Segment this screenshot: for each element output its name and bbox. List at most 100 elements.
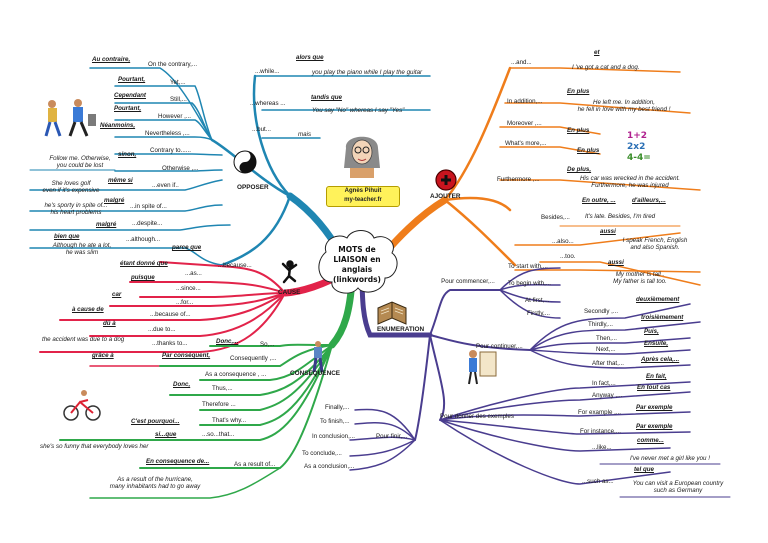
enum-continuer-3: Then,... xyxy=(596,335,617,342)
example-line: You can visit a European country xyxy=(632,480,724,487)
add-fr-6: En outre, ... xyxy=(582,197,616,204)
example-line: his heart problems xyxy=(50,209,102,216)
author-site: my-teacher.fr xyxy=(344,196,382,203)
add-fr-8: aussi xyxy=(600,228,616,235)
enum-commencer: Pour commencer,... xyxy=(441,278,495,285)
oppose-fr-4: Pourtant, xyxy=(114,105,142,112)
enum-continuer-fr-5: Après cela,... xyxy=(641,356,680,363)
oppose-item-11: ...although... xyxy=(126,236,161,243)
enum-exemples-fr-2: En tout cas xyxy=(637,384,671,391)
add-item-6: Besides,... xyxy=(541,214,570,221)
example-line: he's sporty in spite of... xyxy=(44,202,108,209)
oppose-fr-1: Au contraire, xyxy=(92,56,131,63)
oppose-item-7: Otherwise ,... xyxy=(162,165,199,172)
enum-commencer-2: To begin with,... xyxy=(508,280,551,287)
oppose-item-4: However ,... xyxy=(158,113,192,120)
sport-figures-icon xyxy=(44,99,96,137)
enum-continuer-2: Thirdly,... xyxy=(588,321,613,328)
enum-commencer-1: To start with,... xyxy=(508,263,548,270)
add-item-8: ...too. xyxy=(560,253,576,260)
add-item-2: In addition,... xyxy=(507,98,543,105)
enum-exemples-fr-3: Par exemple xyxy=(636,404,673,411)
cause-fr-5: à cause de xyxy=(72,306,104,313)
oppose-item-9: ...in spite of... xyxy=(130,203,167,210)
oppose-fr-3: Cependant xyxy=(114,92,146,99)
example-line: Although he ate a lot, xyxy=(52,242,112,249)
cause-fr-7: grâce à xyxy=(92,352,114,359)
author-badge: Agnès Pihuit my-teacher.fr xyxy=(326,186,400,207)
add-example-and: I 've got a cat and a dog. xyxy=(572,64,640,71)
consequence-example-result: As a result of the hurricane, many inhab… xyxy=(90,476,220,490)
enum-example-like: I've never met a girl like you ! xyxy=(630,455,710,462)
cause-title: CAUSE xyxy=(278,289,301,296)
cause-item-7: ...thanks to... xyxy=(152,340,188,347)
enum-continuer-fr-3: Puis, xyxy=(644,328,659,335)
svg-text:1+2: 1+2 xyxy=(627,131,647,141)
enum-finir-1: Finally,... xyxy=(325,404,350,411)
enum-finir-3: In conclusion,... xyxy=(312,433,355,440)
add-example-besides: It's late. Besides, I'm tired xyxy=(585,213,656,220)
consequence-item-6: That's why... xyxy=(212,417,247,424)
numbers-icon: 1+2 2x2 4-4= xyxy=(625,128,659,163)
oppose-fr-10: bien que xyxy=(54,233,80,240)
walking-man-icon xyxy=(312,341,324,373)
svg-text:2x2: 2x2 xyxy=(627,142,645,152)
oppose-example-even-if: She loves golf even if it's expensive xyxy=(32,180,110,194)
dancer-icon xyxy=(281,260,298,284)
enum-exemples-6: ...such as... xyxy=(582,478,614,485)
example-line: As a result of the hurricane, xyxy=(117,476,193,483)
add-example-furthermore: His car was wrecked in the accident. Fur… xyxy=(555,175,705,189)
center-line-2: LIAISON en xyxy=(333,255,381,264)
oppose-item-5: Nevertheless ,... xyxy=(145,130,190,137)
teacher-cartoon-icon xyxy=(344,136,380,178)
add-item-4: What's more,... xyxy=(505,140,547,147)
consequence-fr-3: Donc, xyxy=(173,381,191,388)
book-icon xyxy=(377,301,407,325)
enum-continuer-fr-1: deuxièmement xyxy=(636,296,680,303)
example-line: My father is tall too. xyxy=(613,278,667,285)
oppose-fr-9: malgré xyxy=(96,221,117,228)
enum-continuer-1: Secondly ,... xyxy=(584,308,619,315)
consequence-fr-2: Par conséquent, xyxy=(162,352,211,359)
cause-item-4: ...for... xyxy=(176,299,194,306)
author-name: Agnès Pihuit xyxy=(344,188,382,194)
svg-text:4-4=: 4-4= xyxy=(627,153,651,163)
plus-icon xyxy=(435,169,457,191)
example-line: and also Spanish. xyxy=(630,244,680,251)
oppose-example-in-spite: he's sporty in spite of... his heart pro… xyxy=(36,202,116,216)
oppose-item-14: ...but... xyxy=(252,126,271,133)
example-line: My mother is tall . xyxy=(615,271,665,278)
oppose-title: OPPOSER xyxy=(237,184,269,191)
add-fr-5: De plus, xyxy=(567,166,592,173)
enum-example-such-as: You can visit a European country such as… xyxy=(624,480,732,494)
oppose-fr-5: Néanmoins, xyxy=(100,122,136,129)
oppose-item-13: ...whereas ... xyxy=(250,100,286,107)
add-fr-3: En plus xyxy=(567,127,590,134)
enum-finir-2: To finish,... xyxy=(320,418,350,425)
consequence-item-5: Therefore ... xyxy=(202,401,236,408)
enum-continuer-fr-2: troisièmement xyxy=(641,314,684,321)
consequence-fr-4: C'est pourquoi... xyxy=(131,418,180,425)
add-item-3: Moreover ,... xyxy=(507,120,542,127)
oppose-example-otherwise: Follow me. Otherwise, you could be lost xyxy=(44,155,116,169)
cause-item-3: ...since... xyxy=(176,285,201,292)
oppose-item-2: Yet,... xyxy=(170,79,186,86)
cause-example-due-to: the accident was due to a dog xyxy=(42,336,125,343)
enum-finir-4: To conclude,... xyxy=(302,450,342,457)
add-fr-1: et xyxy=(594,49,600,56)
add-item-7: ...also... xyxy=(552,238,574,245)
center-line-1: MOTS de xyxy=(338,245,376,254)
yin-yang-icon xyxy=(233,150,257,174)
enum-title: ENUMERATION xyxy=(377,326,425,333)
center-line-4: (linkwords) xyxy=(333,275,381,284)
enum-continuer: Pour continuer,... xyxy=(476,343,523,350)
consequence-fr-5: si...que xyxy=(155,431,177,438)
add-item-1: ...and... xyxy=(511,59,532,66)
consequence-item-4: Thus,... xyxy=(212,385,233,392)
enum-exemples-3: For example ,... xyxy=(578,409,621,416)
scroll-figure-icon xyxy=(468,350,497,385)
example-line: Furthermore, he was injured xyxy=(591,182,669,189)
add-fr-7: d'ailleurs,... xyxy=(632,197,666,204)
oppose-fr-12: tandis que xyxy=(311,94,342,101)
